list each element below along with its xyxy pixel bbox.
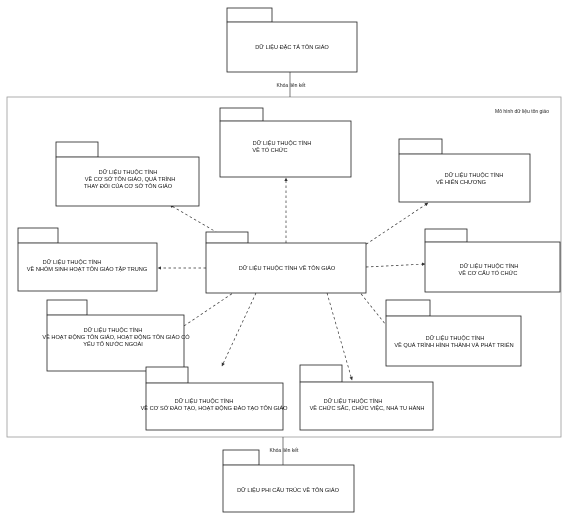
package-to-chuc-line-1: DỮ LIỆU THUỘC TÍNH <box>253 139 312 147</box>
package-hoat-dong-line-1: DỮ LIỆU THUỘC TÍNH <box>84 326 143 334</box>
bottom-link-label: Khóa liên kết <box>270 448 300 454</box>
package-hoat-dong: DỮ LIỆU THUỘC TÍNH VỀ HOẠT ĐỘNG TÔN GIÁO… <box>42 299 190 372</box>
package-hien-chuong: DỮ LIỆU THUỘC TÍNH VỀ HIẾN CHƯƠNG <box>398 138 531 203</box>
package-center-label: DỮ LIỆU THUỘC TÍNH VỀ TÔN GIÁO <box>239 264 336 272</box>
package-center: DỮ LIỆU THUỘC TÍNH VỀ TÔN GIÁO <box>205 231 367 294</box>
dependency-arrows <box>157 177 429 381</box>
package-chuc-sac-line-2: VỀ CHỨC SẮC, CHỨC VIỆC, NHÀ TU HÀNH <box>310 404 425 412</box>
package-dac-ta-label: DỮ LIỆU ĐẶC TẢ TÔN GIÁO <box>255 43 329 51</box>
package-nhom-sinh-hoat: DỮ LIỆU THUỘC TÍNH VỀ NHÓM SINH HOẠT TÔN… <box>17 227 158 292</box>
arrow-to-hoat-dong <box>177 290 237 331</box>
arrow-to-co-cau <box>365 262 426 268</box>
package-hoat-dong-line-3: YẾU TỐ NƯỚC NGOÀI <box>83 341 143 348</box>
model-frame <box>6 96 562 438</box>
package-co-cau: DỮ LIỆU THUỘC TÍNH VỀ CƠ CẤU TỔ CHỨC <box>424 228 561 293</box>
package-co-so-line-3: THAY ĐỔI CỦA CƠ SỞ TÔN GIÁO <box>84 183 173 190</box>
package-qua-trinh-line-1: DỮ LIỆU THUỘC TÍNH <box>426 334 485 342</box>
package-hoat-dong-line-2: VỀ HOẠT ĐỘNG TÔN GIÁO, HOẠT ĐỘNG TÔN GIÁ… <box>42 334 190 341</box>
package-phi-cau-truc-label: DỮ LIỆU PHI CẤU TRÚC VỀ TÔN GIÁO <box>237 486 340 494</box>
package-nhom-sinh-hoat-line-1: DỮ LIỆU THUỘC TÍNH <box>43 258 102 266</box>
package-dac-ta: DỮ LIỆU ĐẶC TẢ TÔN GIÁO <box>226 7 358 73</box>
package-co-cau-line-1: DỮ LIỆU THUỘC TÍNH <box>460 262 519 270</box>
package-to-chuc: DỮ LIỆU THUỘC TÍNH VỀ TỔ CHỨC <box>219 107 352 178</box>
arrow-to-qua-trinh <box>357 289 391 331</box>
package-co-so-line-1: DỮ LIỆU THUỘC TÍNH <box>99 168 158 176</box>
package-qua-trinh-line-2: VỀ QUÁ TRÌNH HÌNH THÀNH VÀ PHÁT TRIỂN <box>394 342 513 349</box>
package-chuc-sac: DỮ LIỆU THUỘC TÍNH VỀ CHỨC SẮC, CHỨC VIỆ… <box>299 364 434 431</box>
arrow-to-chuc-sac <box>326 292 353 381</box>
arrow-to-hien-chuong <box>361 202 429 248</box>
package-co-so: DỮ LIỆU THUỘC TÍNH VỀ CƠ SỞ TÔN GIÁO, QU… <box>55 141 200 207</box>
arrow-to-dao-tao <box>221 292 257 367</box>
package-nhom-sinh-hoat-line-2: VỀ NHÓM SINH HOẠT TÔN GIÁO TẬP TRUNG <box>27 266 147 273</box>
package-co-so-line-2: VỀ CƠ SỞ TÔN GIÁO, QUÁ TRÌNH <box>85 176 176 183</box>
package-co-cau-line-2: VỀ CƠ CẤU TỔ CHỨC <box>459 270 518 277</box>
top-link-label: Khóa liên kết <box>277 83 307 89</box>
package-to-chuc-line-2: VỀ TỔ CHỨC <box>252 147 287 154</box>
package-chuc-sac-line-1: DỮ LIỆU THUỘC TÍNH <box>324 397 383 405</box>
package-hien-chuong-line-1: DỮ LIỆU THUỘC TÍNH <box>445 171 504 179</box>
package-phi-cau-truc: DỮ LIỆU PHI CẤU TRÚC VỀ TÔN GIÁO <box>222 449 355 513</box>
package-dao-tao-line-1: DỮ LIỆU THUỘC TÍNH <box>175 397 234 405</box>
package-dao-tao-line-2: VỀ CƠ SỞ ĐÀO TẠO, HOẠT ĐỘNG ĐÀO TẠO TÔN … <box>141 405 289 412</box>
package-qua-trinh: DỮ LIỆU THUỘC TÍNH VỀ QUÁ TRÌNH HÌNH THÀ… <box>385 299 522 367</box>
package-dao-tao: DỮ LIỆU THUỘC TÍNH VỀ CƠ SỞ ĐÀO TẠO, HOẠ… <box>141 366 289 431</box>
frame-title: Mô hình dữ liệu tôn giáo <box>495 109 549 115</box>
package-hien-chuong-line-2: VỀ HIẾN CHƯƠNG <box>436 179 486 186</box>
